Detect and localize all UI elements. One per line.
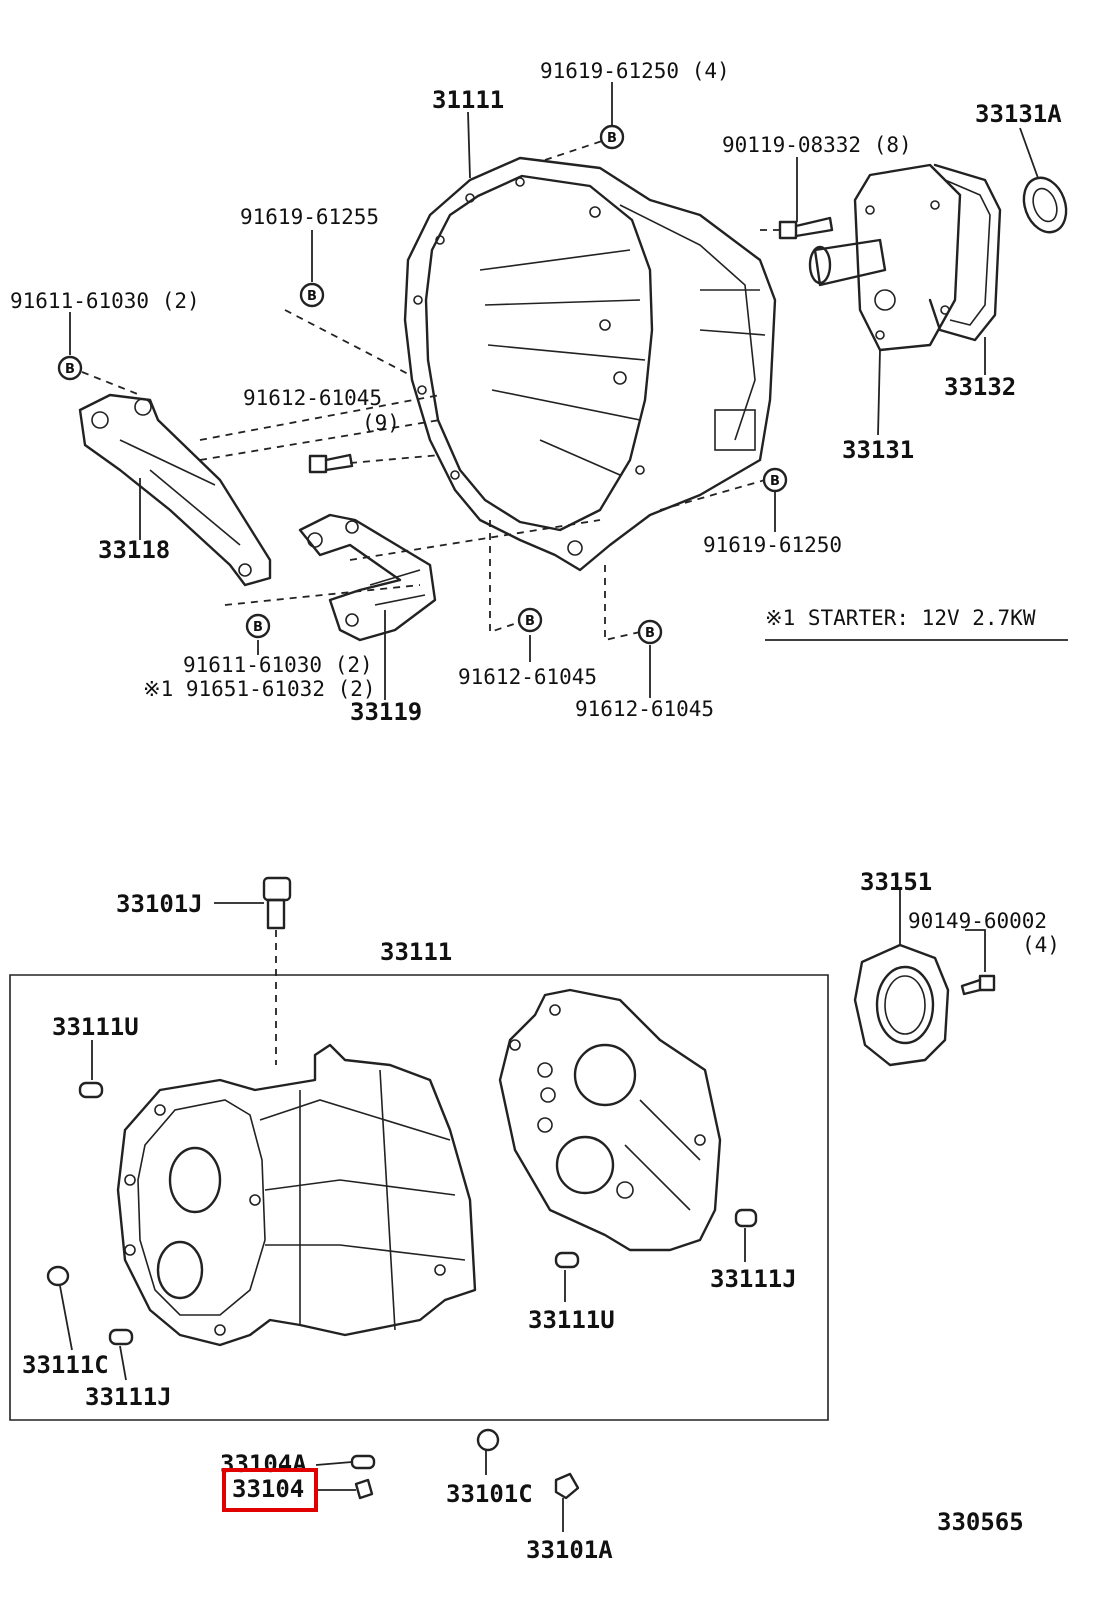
label-33111J-right: 33111J xyxy=(710,1265,797,1293)
leader-lines-top xyxy=(69,82,1068,700)
label-33111C: 33111C xyxy=(22,1351,109,1379)
clutch-housing-31111 xyxy=(403,156,777,572)
marker-b-1: B xyxy=(599,124,625,150)
label-33151: 33151 xyxy=(860,868,932,896)
label-33119: 33119 xyxy=(350,698,422,726)
label-33118: 33118 xyxy=(98,536,170,564)
label-91611-61030-bottom: 91611-61030 (2) xyxy=(183,653,373,677)
label-91612-61045-a: 91612-61045 xyxy=(458,665,597,689)
assembly-box xyxy=(9,974,829,1421)
plug-33104 xyxy=(354,1478,374,1500)
label-33111J-bottom: 33111J xyxy=(85,1383,172,1411)
plug-33104A xyxy=(350,1454,376,1470)
svg-text:B: B xyxy=(253,620,263,635)
label-starter-note: ※1 STARTER: 12V 2.7KW xyxy=(765,606,1036,630)
transmission-case-33111 xyxy=(116,1043,477,1347)
label-33111-box: 33111 xyxy=(380,938,452,966)
label-330565: 330565 xyxy=(937,1508,1024,1536)
label-91612-61045-b: 91612-61045 xyxy=(575,697,714,721)
bracket-33118 xyxy=(78,393,272,587)
label-33104: 33104 xyxy=(232,1475,304,1503)
svg-text:B: B xyxy=(307,289,317,304)
label-91612-61045-9: 91612-61045 xyxy=(243,386,382,410)
plug-33101A xyxy=(554,1472,580,1500)
bolt-90119-08332 xyxy=(778,216,834,240)
label-33131: 33131 xyxy=(842,436,914,464)
label-91611-61030-top: 91611-61030 (2) xyxy=(10,289,200,313)
marker-b-6: B xyxy=(517,607,543,633)
oil-seal-33131A xyxy=(1022,176,1068,234)
label-91651-61032: ※1 91651-61032 (2) xyxy=(143,677,376,701)
label-33111U-left: 33111U xyxy=(52,1013,139,1041)
marker-b-2: B xyxy=(299,282,325,308)
label-33132: 33132 xyxy=(944,373,1016,401)
label-90149-60002: 90149-60002 xyxy=(908,909,1047,933)
marker-b-5: B xyxy=(245,613,271,639)
label-qty-4: (4) xyxy=(1022,933,1060,957)
plug-33111C xyxy=(46,1265,70,1287)
label-33101C: 33101C xyxy=(446,1480,533,1508)
bracket-33119 xyxy=(298,513,437,642)
highlight-box-33104 xyxy=(222,1468,318,1512)
bolt-91612-61045-9 xyxy=(308,453,354,474)
svg-text:B: B xyxy=(645,626,655,641)
plug-33101C xyxy=(476,1428,500,1452)
marker-b-7: B xyxy=(637,619,663,645)
svg-text:B: B xyxy=(770,474,780,489)
marker-b-3: B xyxy=(57,355,83,381)
label-qty-9: (9) xyxy=(362,411,400,435)
dowel-pin-33111U-mid xyxy=(554,1251,580,1269)
bolt-90149-60002 xyxy=(960,974,996,996)
dowel-pin-33111U-left xyxy=(78,1081,104,1099)
leader-lines-bottom xyxy=(59,890,986,1532)
label-90119-08332: 90119-08332 (8) xyxy=(722,133,912,157)
label-31111-top: 31111 xyxy=(432,86,504,114)
dowel-pin-33111J-bottom xyxy=(108,1328,134,1346)
label-91619-61255: 91619-61255 xyxy=(240,205,379,229)
intermediate-plate xyxy=(498,988,722,1252)
label-33131A: 33131A xyxy=(975,100,1062,128)
label-33101J: 33101J xyxy=(116,890,203,918)
gasket-33132 xyxy=(928,163,1002,342)
svg-text:B: B xyxy=(65,362,75,377)
svg-text:B: B xyxy=(607,131,617,146)
dowel-pin-33111J-right xyxy=(734,1208,758,1228)
label-91619-61250: 91619-61250 xyxy=(703,533,842,557)
label-33111U-mid: 33111U xyxy=(528,1306,615,1334)
rear-cover-33151 xyxy=(853,943,950,1067)
sensor-33101J xyxy=(262,876,292,1065)
label-33104A: 33104A xyxy=(220,1450,307,1478)
bearing-retainer-33131 xyxy=(808,163,962,352)
marker-b-4: B xyxy=(762,467,788,493)
assembly-lines-top xyxy=(81,139,780,642)
label-91619-61250-4: 91619-61250 (4) xyxy=(540,59,730,83)
label-33101A: 33101A xyxy=(526,1536,613,1564)
svg-text:B: B xyxy=(525,614,535,629)
